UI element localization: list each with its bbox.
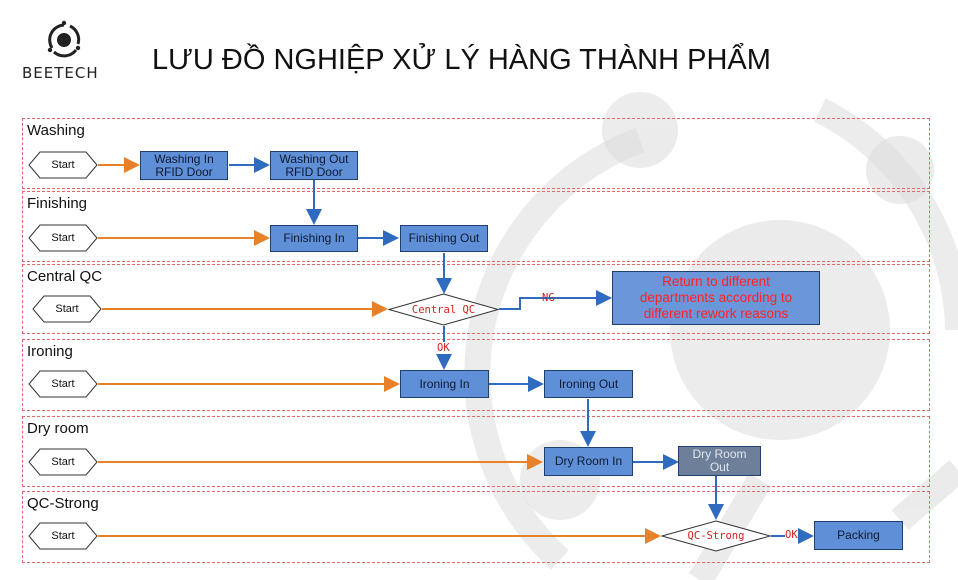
lane-label: Ironing	[27, 343, 73, 360]
lane-label: Washing	[27, 122, 85, 139]
node-label: Finishing In	[283, 231, 345, 245]
qc-strong-decision[interactable]: QC-Strong	[660, 520, 772, 552]
ironing-in-box[interactable]: Ironing In	[400, 370, 489, 398]
node-line: RFID Door	[155, 164, 213, 179]
node-line: Washing In	[154, 151, 214, 166]
start-node[interactable]: Start	[28, 522, 98, 550]
lane-label: Dry room	[27, 420, 89, 437]
lane-qc-strong: QC-Strong	[22, 491, 930, 563]
finishing-out-box[interactable]: Finishing Out	[400, 225, 488, 252]
node-label: Finishing Out	[408, 231, 480, 245]
node-label: Ironing In	[419, 376, 470, 391]
logo-text: BEETECH	[22, 64, 99, 82]
start-node[interactable]: Start	[28, 370, 98, 398]
arrow-cqc-rework	[499, 290, 612, 310]
beetech-logo: BEETECH	[22, 18, 122, 88]
start-node[interactable]: Start	[28, 151, 98, 179]
node-line: different rework reasons	[643, 306, 789, 321]
node-line: Out	[709, 460, 730, 474]
node-line: Return to different	[662, 274, 770, 289]
start-node[interactable]: Start	[28, 224, 98, 252]
lane-central-qc: Central QC	[22, 264, 930, 334]
decision-label: Central QC	[411, 303, 476, 316]
node-label: Packing	[837, 528, 880, 542]
node-label: Ironing Out	[558, 376, 619, 391]
start-label: Start	[51, 378, 75, 390]
ironing-out-box[interactable]: Ironing Out	[544, 370, 633, 398]
packing-box[interactable]: Packing	[814, 521, 903, 550]
decision-label: QC-Strong	[687, 530, 745, 542]
start-label: Start	[51, 456, 75, 468]
node-label: Dry Room In	[554, 454, 623, 468]
lane-finishing: Finishing	[22, 191, 930, 262]
page-title: LƯU ĐỒ NGHIỆP XỬ LÝ HÀNG THÀNH PHẨM	[152, 44, 771, 76]
start-label: Start	[51, 232, 75, 244]
finishing-in-box[interactable]: Finishing In	[270, 225, 358, 252]
node-line: RFID Door	[285, 164, 343, 179]
lane-label: Central QC	[27, 268, 103, 285]
central-qc-decision[interactable]: Central QC	[387, 293, 500, 326]
start-node[interactable]: Start	[32, 295, 102, 323]
start-label: Start	[51, 159, 75, 171]
node-line: departments according to	[639, 290, 793, 305]
node-line: Dry Room	[692, 447, 747, 461]
node-line: Washing Out	[279, 151, 349, 166]
ok-label: OK	[437, 342, 450, 354]
header: BEETECH LƯU ĐỒ NGHIỆP XỬ LÝ HÀNG THÀNH P…	[0, 0, 958, 100]
ok-label: OK	[785, 529, 798, 541]
lane-ironing: Ironing	[22, 339, 930, 411]
ng-label: NG	[542, 292, 555, 304]
dry-room-in-box[interactable]: Dry Room In	[544, 447, 633, 476]
lane-label: QC-Strong	[27, 495, 99, 512]
start-node[interactable]: Start	[28, 448, 98, 476]
lane-dry-room: Dry room	[22, 416, 930, 487]
lane-label: Finishing	[27, 195, 88, 212]
start-label: Start	[55, 303, 79, 315]
lane-washing: Washing	[22, 118, 930, 189]
start-label: Start	[51, 530, 75, 542]
